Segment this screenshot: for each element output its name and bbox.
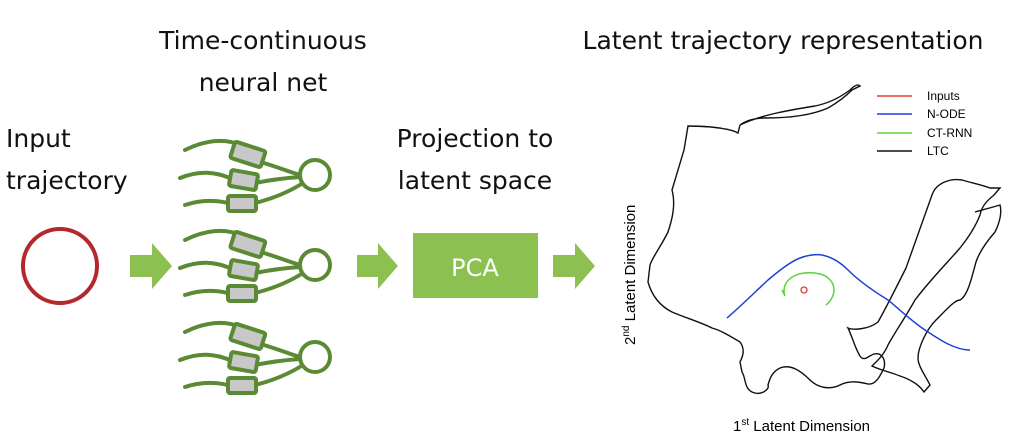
arrow-2: [357, 243, 398, 289]
legend-text-node: N-ODE: [927, 107, 966, 121]
neural-net-label: Time-continuous neural net: [128, 22, 398, 102]
node-trajectory: [726, 253, 971, 351]
neuron-group-2: [178, 228, 332, 303]
legend-text-inputs: Inputs: [927, 89, 960, 103]
projection-line2: latent space: [397, 166, 553, 195]
ctrnn-trajectory: [781, 271, 835, 306]
arrow-3: [553, 243, 595, 289]
input-circle: [21, 227, 99, 305]
latent-plot: [647, 84, 1002, 394]
latent-title: Latent trajectory representation: [582, 26, 984, 55]
input-trajectory-label: Input trajectory: [6, 120, 166, 200]
arrow-1: [130, 243, 172, 289]
projection-label: Projection to latent space: [370, 120, 580, 200]
input-trajectory-line2: trajectory: [6, 166, 128, 195]
legend: Inputs N-ODE CT-RNN LTC: [877, 89, 972, 158]
y-axis-label: 2nd Latent Dimension: [621, 205, 639, 345]
input-trajectory-line1: Input: [6, 124, 71, 153]
ltc-trajectory: [647, 124, 1002, 394]
x-axis-label: 1st Latent Dimension: [733, 417, 870, 435]
pca-box: [413, 233, 538, 298]
legend-text-ltc: LTC: [927, 144, 949, 158]
neural-net-line2: neural net: [198, 68, 328, 97]
projection-line1: Projection to: [396, 124, 554, 153]
inputs-point: [800, 286, 808, 294]
pca-label: PCA: [451, 254, 499, 282]
neural-net-line1: Time-continuous: [159, 26, 367, 55]
neuron-group-1: [178, 138, 332, 213]
legend-text-ctrnn: CT-RNN: [927, 126, 972, 140]
neuron-group-3: [178, 320, 332, 395]
ltc-trajectory-top: [739, 84, 862, 126]
